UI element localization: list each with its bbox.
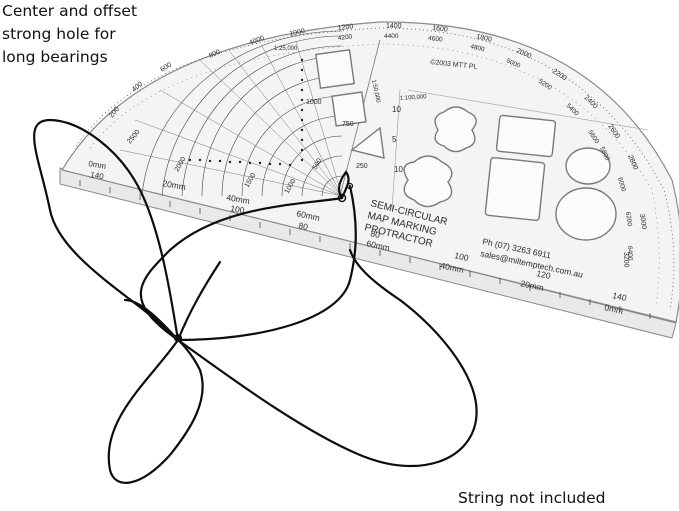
side-number-5: 5 — [392, 135, 397, 144]
mm-scale-140: 140 — [612, 290, 628, 303]
mm-scale-80: 80 — [298, 220, 310, 232]
side-number-10-bottom: 10 — [394, 165, 403, 174]
mm-scale-20mm: 20mm — [162, 178, 187, 192]
arc-label-500: 500 — [312, 157, 324, 171]
left-scale-800: 800 — [208, 49, 222, 60]
side-number-10-top: 10 — [392, 105, 401, 114]
outer-scale-1600: 1600 — [432, 25, 448, 34]
outer-scale-4000: 4000 — [248, 35, 265, 47]
hole-caption-line-1: Center and offset — [2, 2, 138, 20]
inner-scale-4400: 4400 — [384, 33, 399, 40]
base-ruler-ticks — [79, 180, 651, 319]
inner-scale-6400: 6400 — [626, 246, 634, 261]
scale-50000: 1:50,000 — [370, 79, 381, 104]
hole-caption-line-3: long bearings — [2, 48, 108, 66]
stencil-cutouts — [315, 49, 617, 241]
outer-scale-0mm: 0mm — [88, 159, 107, 171]
outer-scale-1800: 1800 — [476, 33, 493, 44]
arc-label-250: 250 — [356, 163, 368, 170]
arc-label-750: 750 — [342, 121, 354, 128]
inner-scale-4800: 4800 — [470, 43, 486, 53]
inner-scale-6200: 6200 — [624, 211, 633, 227]
string — [33, 118, 478, 484]
outer-scale-1400: 1400 — [386, 23, 402, 30]
mm-lower-80: 80 — [370, 228, 382, 240]
mm-scale-100: 100 — [454, 250, 470, 263]
arc-label-1000b: 1000 — [306, 99, 322, 106]
string-note-caption: String not included — [458, 489, 606, 507]
scale-25000: 1:25,000 — [274, 46, 298, 52]
outer-scale-3200: 3200 — [622, 252, 630, 268]
outer-scale-3000: 3000 — [638, 213, 647, 230]
mm-scale-60mm: 60mm — [296, 208, 321, 223]
hole-caption-line-2: strong hole for — [2, 25, 116, 43]
dotted-guides — [188, 58, 304, 167]
inner-scale-4200: 4200 — [337, 33, 352, 42]
mm-scale-120: 120 — [536, 268, 552, 281]
mm-lower-20mm: 20mm — [520, 278, 545, 293]
outer-scale-1200: 1200 — [337, 23, 353, 32]
range-rings — [141, 30, 343, 197]
inner-scale-6000: 6000 — [616, 177, 627, 193]
mm-scale-40mm: 40mm — [226, 192, 251, 206]
inner-scale-4600: 4600 — [428, 35, 443, 44]
scale-100000: 1:100,000 — [400, 94, 428, 102]
mm-lower-40mm: 40mm — [440, 260, 465, 275]
mm-lower-60mm: 60mm — [366, 238, 391, 253]
outer-scale-140: 140 — [90, 170, 105, 181]
left-scale-1000: 1000 — [289, 28, 306, 38]
mm-lower-100: 100 — [230, 203, 246, 215]
hole-caption: Center and offset strong hole for long b… — [2, 0, 172, 69]
mm-lower-0mm: 0mm — [604, 302, 625, 316]
